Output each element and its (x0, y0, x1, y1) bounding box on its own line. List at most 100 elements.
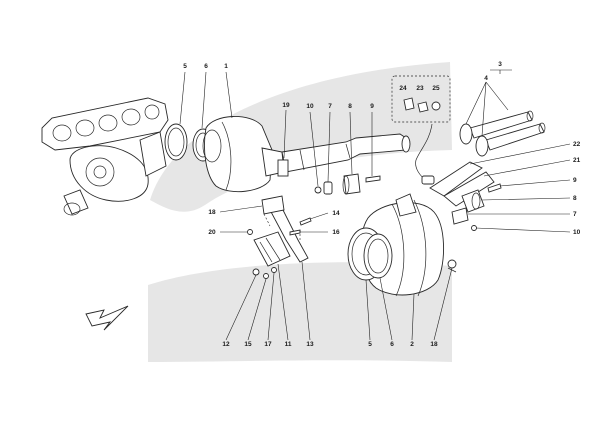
leader-15 (247, 278, 267, 341)
callout-4: 4 (484, 75, 488, 82)
callout-8-top: 8 (348, 103, 352, 110)
leader-8-top (349, 111, 353, 175)
callout-17: 17 (264, 341, 272, 348)
nut-12 (252, 268, 260, 276)
leader-7 (327, 111, 331, 183)
callout-24: 24 (399, 85, 407, 92)
catalytic-converter-inlet (202, 129, 222, 163)
screw-14 (299, 217, 312, 226)
turbo-outlet-flange (139, 131, 167, 177)
callout-21: 21 (573, 157, 581, 164)
clamp-upper (164, 123, 188, 161)
lower-bracket-parts (247, 195, 457, 279)
spacer-7 (323, 181, 333, 195)
heat-shield-ribs (259, 237, 281, 263)
catalytic-converter-body (204, 116, 273, 193)
gasket-lower-inner (367, 238, 389, 274)
leader-3 (490, 69, 512, 74)
manifold-port-4 (121, 108, 141, 126)
leader-17 (267, 272, 275, 341)
manifold-port-2 (75, 119, 95, 137)
callout-13: 13 (306, 341, 314, 348)
tailpipe-assembly (459, 110, 546, 157)
leader-5-top (179, 71, 186, 125)
callout-5-bottom: 5 (368, 341, 372, 348)
silencer-seam (391, 203, 405, 297)
leader-13 (301, 261, 311, 341)
nut-10-top (314, 186, 322, 194)
lambda-sensor (415, 123, 435, 185)
rear-pipe-assembly (429, 161, 502, 231)
turbo-scroll (85, 157, 115, 187)
sensor-nut-25 (431, 101, 441, 111)
callout-18-bottom: 18 (430, 341, 438, 348)
callout-1: 1 (224, 63, 228, 70)
mount-small-parts (314, 173, 381, 195)
sensor-wire (415, 123, 433, 181)
leader-19 (283, 109, 287, 159)
callout-3: 3 (498, 61, 502, 68)
leader-4 (465, 81, 509, 137)
catalytic-converter (202, 116, 285, 193)
gasket-lower (363, 233, 393, 279)
callout-9-right: 9 (573, 177, 577, 184)
callout-5-top: 5 (183, 63, 187, 70)
sensor-clip-23 (417, 101, 429, 113)
leader-18-left (219, 205, 263, 213)
callout-23: 23 (416, 85, 424, 92)
intermediate-pipe-end (401, 135, 411, 153)
bolt-17 (271, 267, 277, 273)
sensor-bracket-24 (403, 97, 415, 111)
screw-16 (289, 229, 301, 236)
callout-12: 12 (222, 341, 230, 348)
callout-8-right: 8 (573, 195, 577, 202)
washer-15 (263, 273, 269, 279)
tailpipe-tip-lower (538, 122, 546, 134)
leader-11 (277, 263, 289, 341)
leader-10-top (309, 111, 319, 187)
sensor-inset (391, 75, 451, 123)
leader-2 (411, 293, 415, 341)
tailpipe-clamp-upper (459, 123, 473, 145)
leader-6-top (201, 71, 207, 129)
leader-12 (225, 274, 257, 341)
rubber-mount-8-right (461, 189, 485, 213)
leader-lines (179, 69, 571, 341)
screw-9-top (365, 175, 381, 183)
rubber-mount-8-face (342, 175, 350, 195)
callout-19: 19 (282, 102, 290, 109)
bolt-20 (247, 229, 253, 235)
clip-18-bottom-tab (447, 267, 457, 273)
callout-11: 11 (285, 341, 292, 348)
leader-1 (225, 71, 233, 119)
callout-10-right: 10 (573, 229, 581, 236)
manifold-port-1 (52, 124, 72, 142)
callout-15: 15 (244, 341, 252, 348)
bracket-18-left (261, 195, 285, 215)
rear-pipe-22 (429, 161, 483, 197)
tailpipe-tip-upper (526, 110, 534, 122)
leader-5-bottom (365, 279, 371, 341)
tailpipe-clamp-lower (475, 135, 489, 157)
front-direction-arrow (85, 305, 129, 331)
turbo-inlet-flange (63, 202, 81, 216)
leader-21 (483, 159, 571, 177)
heat-shield-11 (253, 231, 291, 267)
rubber-mount-8-right-face (471, 192, 481, 210)
nut-10-right (471, 225, 477, 231)
intermediate-pipe-seam (299, 143, 351, 171)
leader-9-right (499, 179, 571, 187)
silencer-bracket (395, 193, 417, 217)
leader-10-right (475, 227, 571, 233)
catalytic-converter-seam (221, 121, 232, 191)
silencer-seam-2 (413, 199, 427, 297)
rubber-mount-8 (343, 173, 361, 195)
lambda-sensor-body (421, 175, 435, 185)
leader-8-right (481, 197, 571, 201)
clip-18-bottom (447, 259, 457, 269)
callout-2: 2 (410, 341, 414, 348)
spacer-7-right (451, 207, 469, 225)
rear-pipe-21 (443, 171, 495, 207)
callout-7: 7 (328, 103, 332, 110)
